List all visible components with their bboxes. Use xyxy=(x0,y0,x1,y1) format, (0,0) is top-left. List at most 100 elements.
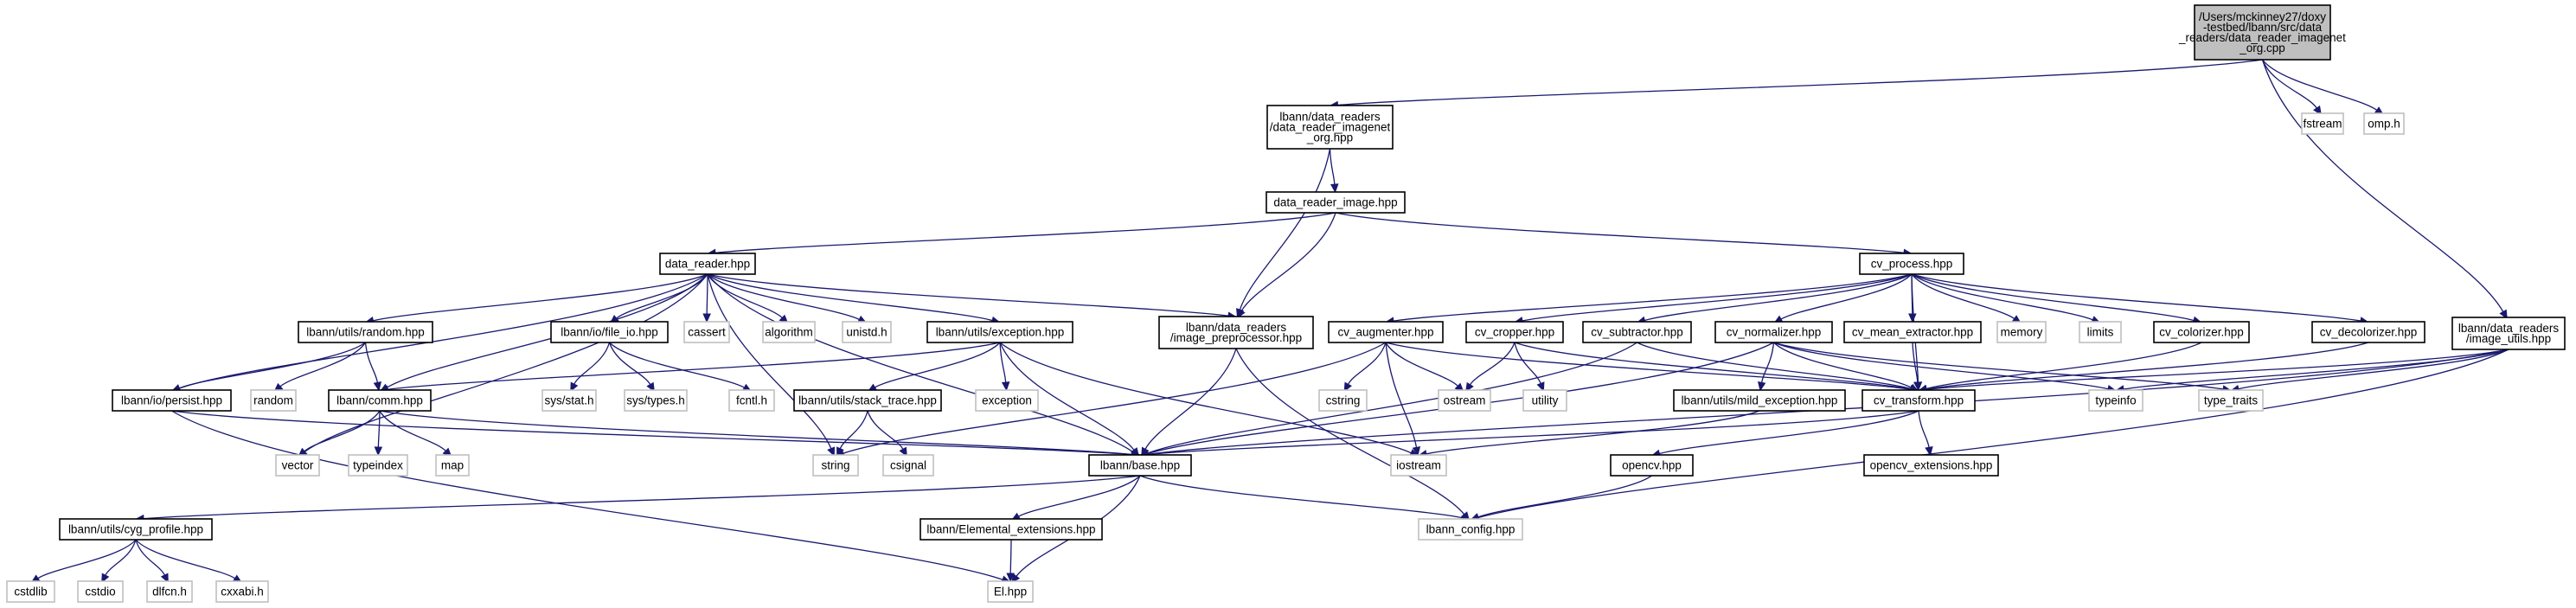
node-persist[interactable]: lbann/io/persist.hpp xyxy=(112,389,232,412)
edge-root-to-dr_imagenet xyxy=(1337,59,2263,106)
node-box-persist xyxy=(112,389,232,412)
node-cv_process[interactable]: cv_process.hpp xyxy=(1859,253,1964,275)
arrowhead-cv_process-to-cv_mean xyxy=(1908,313,1917,323)
node-label-image_utils: lbann/data_readers xyxy=(2458,322,2560,335)
node-box-cxxabi xyxy=(215,580,269,603)
arrowhead-file_io-to-sys_types xyxy=(646,381,655,393)
edge-comm-to-map xyxy=(379,410,446,451)
edge-cv_augmenter-to-cv_transform xyxy=(1385,342,1912,390)
node-cyg_profile[interactable]: lbann/utils/cyg_profile.hpp xyxy=(59,518,213,541)
node-label-exception_hpp: lbann/utils/exception.hpp xyxy=(936,326,1065,339)
node-root[interactable]: /Users/mckinney27/doxy-testbed/lbann/src… xyxy=(2178,4,2346,61)
node-dr_imagenet[interactable]: lbann/data_readers/data_reader_imagenet_… xyxy=(1266,105,1394,150)
edge-cv_process-to-cv_normalizer xyxy=(1780,273,1913,320)
edge-cyg_profile-to-dlfcn xyxy=(135,539,165,576)
edge-exception_hpp-to-iostream xyxy=(999,342,1412,454)
edge-elemental_ext-to-el xyxy=(1009,539,1012,574)
node-box-limits xyxy=(2079,321,2122,343)
node-random_hpp[interactable]: lbann/utils/random.hpp xyxy=(298,321,433,343)
node-label-cv_transform: cv_transform.hpp xyxy=(1874,394,1964,407)
node-box-omp xyxy=(2363,112,2405,135)
node-box-exception_ext xyxy=(975,389,1039,412)
node-box-type_traits xyxy=(2198,389,2264,412)
edge-cv_process-to-cv_colorizer xyxy=(1911,273,2195,322)
node-base[interactable]: lbann/base.hpp xyxy=(1088,454,1192,477)
node-label-cv_process: cv_process.hpp xyxy=(1871,258,1953,271)
node-cv_colorizer[interactable]: cv_colorizer.hpp xyxy=(2153,321,2250,343)
edge-data_reader-to-persist xyxy=(179,273,708,389)
node-cv_cropper[interactable]: cv_cropper.hpp xyxy=(1465,321,1564,343)
edge-file_io-to-sys_types xyxy=(608,342,651,385)
node-cv_augmenter[interactable]: cv_augmenter.hpp xyxy=(1328,321,1444,343)
edge-exception_hpp-to-base xyxy=(999,342,1135,451)
edge-cv_process-to-cv_augmenter xyxy=(1393,273,1913,322)
node-label-memory: memory xyxy=(2001,326,2043,339)
node-cv_mean[interactable]: cv_mean_extractor.hpp xyxy=(1843,321,1982,343)
node-label-random_ext: random xyxy=(253,394,293,407)
node-exception_hpp[interactable]: lbann/utils/exception.hpp xyxy=(926,321,1073,343)
edge-data_reader-to-string xyxy=(707,273,832,449)
node-image_pre[interactable]: lbann/data_readers/image_preprocessor.hp… xyxy=(1158,316,1314,349)
node-image_utils[interactable]: lbann/data_readers/image_utils.hpp xyxy=(2451,317,2566,350)
edge-cv_augmenter-to-string xyxy=(843,342,1387,454)
node-opencv[interactable]: opencv.hpp xyxy=(1610,454,1694,477)
node-iostream: iostream xyxy=(1390,454,1447,477)
edge-mild_exception-to-iostream xyxy=(1426,410,1760,455)
node-cv_transform[interactable]: cv_transform.hpp xyxy=(1862,389,1976,412)
node-box-vector xyxy=(275,454,320,477)
arrowhead-file_io-to-sys_stat xyxy=(570,381,579,393)
node-exception_ext: exception xyxy=(975,389,1039,412)
edge-cv_subtractor-to-base xyxy=(1147,342,1637,454)
arrowhead-root-to-image_utils xyxy=(2499,309,2508,320)
node-label-elemental_ext: lbann/Elemental_extensions.hpp xyxy=(926,523,1095,536)
edge-image_pre-to-base xyxy=(1144,348,1237,450)
node-comm[interactable]: lbann/comm.hpp xyxy=(328,389,432,412)
node-dr_image[interactable]: data_reader_image.hpp xyxy=(1266,191,1406,214)
edge-cv_augmenter-to-ostream xyxy=(1385,342,1458,387)
node-cstring: cstring xyxy=(1318,389,1368,412)
node-box-cstdio xyxy=(77,580,124,603)
node-label-dr_image: data_reader_image.hpp xyxy=(1273,196,1397,209)
node-box-cv_process xyxy=(1859,253,1964,275)
node-box-cyg_profile xyxy=(59,518,213,541)
node-box-comm xyxy=(328,389,432,412)
node-cv_subtractor[interactable]: cv_subtractor.hpp xyxy=(1582,321,1692,343)
arrowhead-dr_imagenet-to-dr_image xyxy=(1330,183,1339,194)
node-mild_exception[interactable]: lbann/utils/mild_exception.hpp xyxy=(1673,389,1846,412)
edge-file_io-to-fcntl xyxy=(609,342,745,388)
edge-root-to-image_utils xyxy=(2261,59,2504,312)
node-cv_normalizer[interactable]: cv_normalizer.hpp xyxy=(1714,321,1833,343)
node-stack_trace[interactable]: lbann/utils/stack_trace.hpp xyxy=(793,389,942,412)
node-label-root: -testbed/lbann/src/data xyxy=(2203,21,2323,34)
node-box-cv_subtractor xyxy=(1582,321,1692,343)
node-label-cv_decolorizer: cv_decolorizer.hpp xyxy=(2320,326,2418,339)
edge-dr_image-to-data_reader xyxy=(714,212,1336,254)
node-elemental_ext[interactable]: lbann/Elemental_extensions.hpp xyxy=(920,518,1103,541)
node-label-cassert: cassert xyxy=(688,326,726,339)
node-label-root: /Users/mckinney27/doxy xyxy=(2199,10,2326,23)
node-box-cstdlib xyxy=(6,580,55,603)
edge-cv_process-to-cv_decolorizer xyxy=(1911,273,2361,322)
edge-data_reader-to-comm xyxy=(387,273,708,388)
node-algorithm: algorithm xyxy=(762,321,816,343)
node-label-root: _readers/data_reader_imagenet xyxy=(2178,31,2346,44)
node-cv_decolorizer[interactable]: cv_decolorizer.hpp xyxy=(2311,321,2425,343)
node-utility: utility xyxy=(1522,389,1567,412)
edge-cv_normalizer-to-typeinfo xyxy=(1773,342,2109,390)
node-box-cv_cropper xyxy=(1465,321,1564,343)
node-box-typeindex xyxy=(348,454,408,477)
edge-base-to-elemental_ext xyxy=(1018,475,1141,517)
edge-persist-to-el xyxy=(171,410,1003,580)
node-file_io[interactable]: lbann/io/file_io.hpp xyxy=(550,321,669,343)
node-label-random_hpp: lbann/utils/random.hpp xyxy=(306,326,425,339)
edge-cv_normalizer-to-cv_transform xyxy=(1773,342,1912,388)
nodes-layer: /Users/mckinney27/doxy-testbed/lbann/src… xyxy=(6,4,2566,603)
node-label-opencv_ext: opencv_extensions.hpp xyxy=(1870,459,1993,472)
node-box-csignal xyxy=(882,454,934,477)
arrowhead-stack_trace-to-csignal xyxy=(899,446,907,458)
node-opencv_ext[interactable]: opencv_extensions.hpp xyxy=(1863,454,1999,477)
node-box-cv_decolorizer xyxy=(2311,321,2425,343)
arrowhead-random_hpp-to-comm xyxy=(373,381,382,392)
node-data_reader[interactable]: data_reader.hpp xyxy=(659,253,756,275)
arrowhead-data_reader-to-cassert xyxy=(702,313,711,323)
